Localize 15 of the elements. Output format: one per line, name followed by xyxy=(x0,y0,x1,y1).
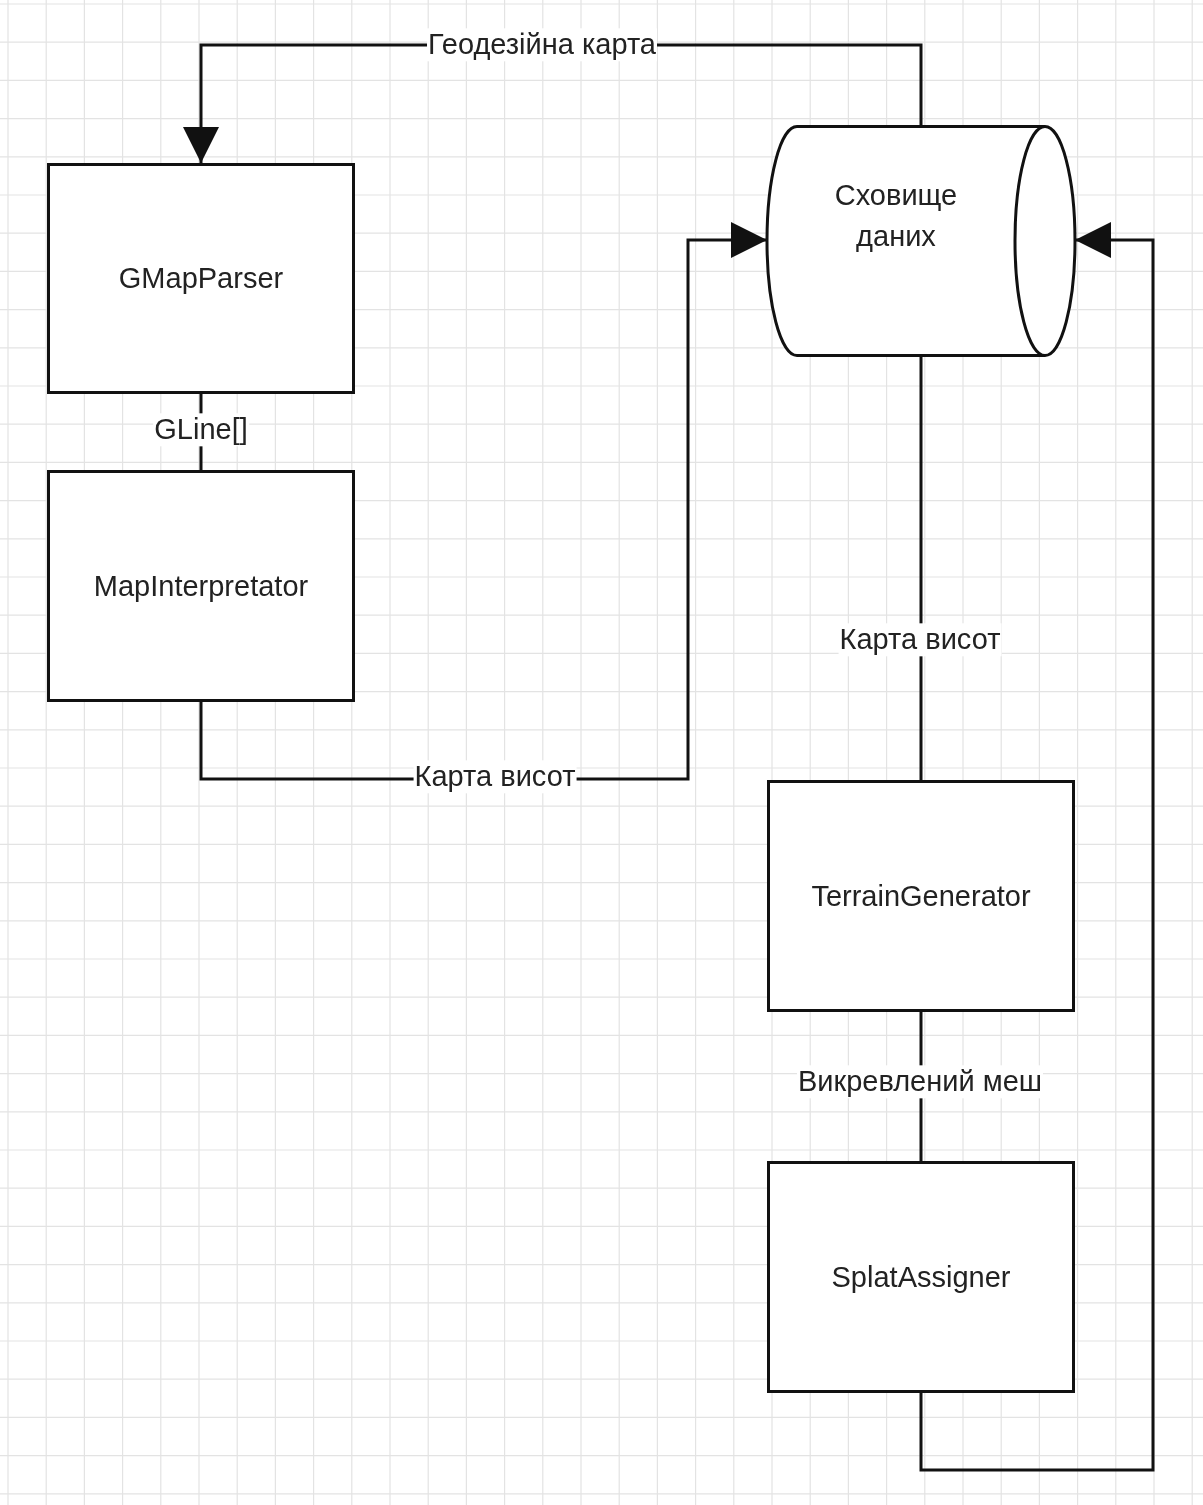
edge-label: Карта висот xyxy=(838,623,1002,657)
process-box xyxy=(47,163,355,394)
edge-label: GLine[] xyxy=(153,413,249,447)
edge-label: Викревлений меш xyxy=(796,1065,1044,1099)
process-box xyxy=(47,470,355,702)
node-text: SplatAssigner xyxy=(831,1259,1011,1295)
node-text: MapInterpretator xyxy=(93,568,309,604)
edge-label: Геодезійна карта xyxy=(427,28,657,62)
edge-label: Карта висот xyxy=(413,760,577,794)
connector-arrow xyxy=(919,222,1155,1472)
node-text: Сховище даних xyxy=(833,178,959,254)
node-text: GMapParser xyxy=(118,261,284,297)
node-text: TerrainGenerator xyxy=(811,878,1031,914)
process-box xyxy=(767,1161,1075,1393)
process-box xyxy=(767,780,1075,1012)
